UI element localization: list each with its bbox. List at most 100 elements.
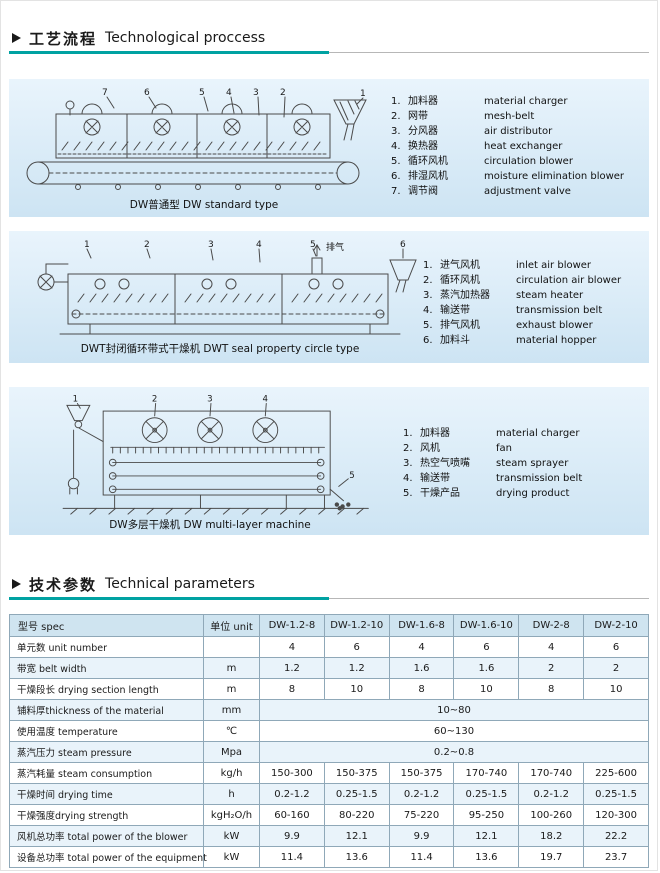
column-header: DW-1.6-10 xyxy=(453,614,520,637)
column-header: DW-2-10 xyxy=(583,614,649,637)
callout-leaders xyxy=(86,248,404,263)
callout-7: 7 xyxy=(102,88,108,98)
param-cell: 1.2 xyxy=(259,657,325,679)
param-cell: 干燥时间 drying time xyxy=(9,783,204,805)
lg-num: 6. xyxy=(391,171,401,182)
param-cell: 80-220 xyxy=(323,804,390,826)
param-cell: 4 xyxy=(518,636,585,658)
lg-num: 3. xyxy=(391,126,401,137)
lg-en: transmission belt xyxy=(496,473,583,484)
dryer-body xyxy=(67,273,389,325)
param-cell: 0.25-1.5 xyxy=(583,783,649,805)
param-cell: kg/h xyxy=(203,762,260,784)
section-rule xyxy=(9,50,649,55)
param-cell: 铺料厚thickness of the material xyxy=(9,699,204,721)
lg-num: 7. xyxy=(391,186,401,197)
lg-num: 5. xyxy=(423,320,433,331)
column-header: DW-2-8 xyxy=(518,614,585,637)
param-cell: 10 xyxy=(323,678,390,700)
lg-zh: 排气风机 xyxy=(440,320,480,331)
multilayer-draw-area: 1 2 3 4 5 DW多层干燥机 DW multi-layer machine xyxy=(17,392,403,532)
lg-num: 2. xyxy=(423,275,433,286)
param-cell: 1.2 xyxy=(323,657,390,679)
callout-6: 6 xyxy=(400,240,406,250)
lg-num: 1. xyxy=(391,96,401,107)
legend-item: 5. 排气风机 exhaust blower xyxy=(423,320,641,331)
param-cell: 13.6 xyxy=(323,846,390,868)
lg-en: drying product xyxy=(496,488,570,499)
section-title-en: Technical parameters xyxy=(105,576,255,592)
diagram-caption: DW多层干燥机 DW multi-layer machine xyxy=(109,519,311,531)
param-cell: 12.1 xyxy=(323,825,390,847)
lg-en: exhaust blower xyxy=(516,320,593,331)
legend-item: 1. 加料器 material charger xyxy=(391,96,641,107)
param-cell: 150-375 xyxy=(388,762,455,784)
param-cell: 干燥段长 drying section length xyxy=(9,678,204,700)
lg-en: heat exchanger xyxy=(484,141,563,152)
lg-num: 4. xyxy=(391,141,401,152)
param-cell: 170-740 xyxy=(518,762,585,784)
param-cell: h xyxy=(203,783,260,805)
callout-1: 1 xyxy=(73,395,78,405)
callout-3: 3 xyxy=(207,395,212,405)
lg-num: 1. xyxy=(423,260,433,271)
param-cell: 10 xyxy=(453,678,520,700)
column-header: DW-1.2-10 xyxy=(323,614,390,637)
section-rule xyxy=(9,596,649,601)
param-cell: 9.9 xyxy=(259,825,325,847)
column-header: 型号 spec xyxy=(9,614,204,637)
lg-en: air distributor xyxy=(484,126,553,137)
param-cell: 风机总功率 total power of the blower xyxy=(9,825,204,847)
section-bullet-icon xyxy=(12,33,21,43)
param-cell: 100-260 xyxy=(518,804,585,826)
dw-standard-drawing: 7 6 5 4 3 2 1 xyxy=(26,88,367,190)
blower-housings xyxy=(81,103,313,115)
param-cell: 8 xyxy=(518,678,585,700)
param-cell: 0.2~0.8 xyxy=(259,741,649,763)
stand xyxy=(62,494,369,515)
transmission-belt xyxy=(71,309,385,319)
lg-en: material charger xyxy=(484,96,568,107)
fans xyxy=(141,417,279,444)
steam-heater-hatch xyxy=(77,293,383,303)
section-title-zh: 工艺流程 xyxy=(29,29,98,48)
valve-icon xyxy=(65,100,75,110)
param-cell: kgH₂O/h xyxy=(203,804,260,826)
param-cell: 11.4 xyxy=(388,846,455,868)
lg-zh: 加料器 xyxy=(408,96,438,107)
lg-num: 5. xyxy=(403,488,413,499)
hopper-icon xyxy=(333,99,367,141)
param-cell: 0.2-1.2 xyxy=(518,783,585,805)
param-cell: 11.4 xyxy=(259,846,325,868)
param-cell: 150-300 xyxy=(259,762,325,784)
diagram-band-dwt: 1 2 3 4 5 6 排气 DWT封闭循环带式干燥机 DWT seal pro… xyxy=(9,231,649,363)
param-cell: 6 xyxy=(583,636,649,658)
callout-2: 2 xyxy=(152,395,157,405)
pump-icon xyxy=(67,429,80,495)
param-cell: 干燥强度drying strength xyxy=(9,804,204,826)
lg-num: 2. xyxy=(403,443,413,454)
param-cell: 0.2-1.2 xyxy=(259,783,325,805)
lg-num: 3. xyxy=(423,290,433,301)
diagram-caption: DWT封闭循环带式干燥机 DWT seal property circle ty… xyxy=(80,343,360,355)
lg-en: moisture elimination blower xyxy=(484,171,625,182)
diagram-band-multilayer: 1 2 3 4 5 DW多层干燥机 DW multi-layer machine… xyxy=(9,387,649,535)
lg-zh: 加料器 xyxy=(420,428,450,439)
param-cell xyxy=(203,636,260,658)
lg-en: transmission belt xyxy=(516,305,603,316)
